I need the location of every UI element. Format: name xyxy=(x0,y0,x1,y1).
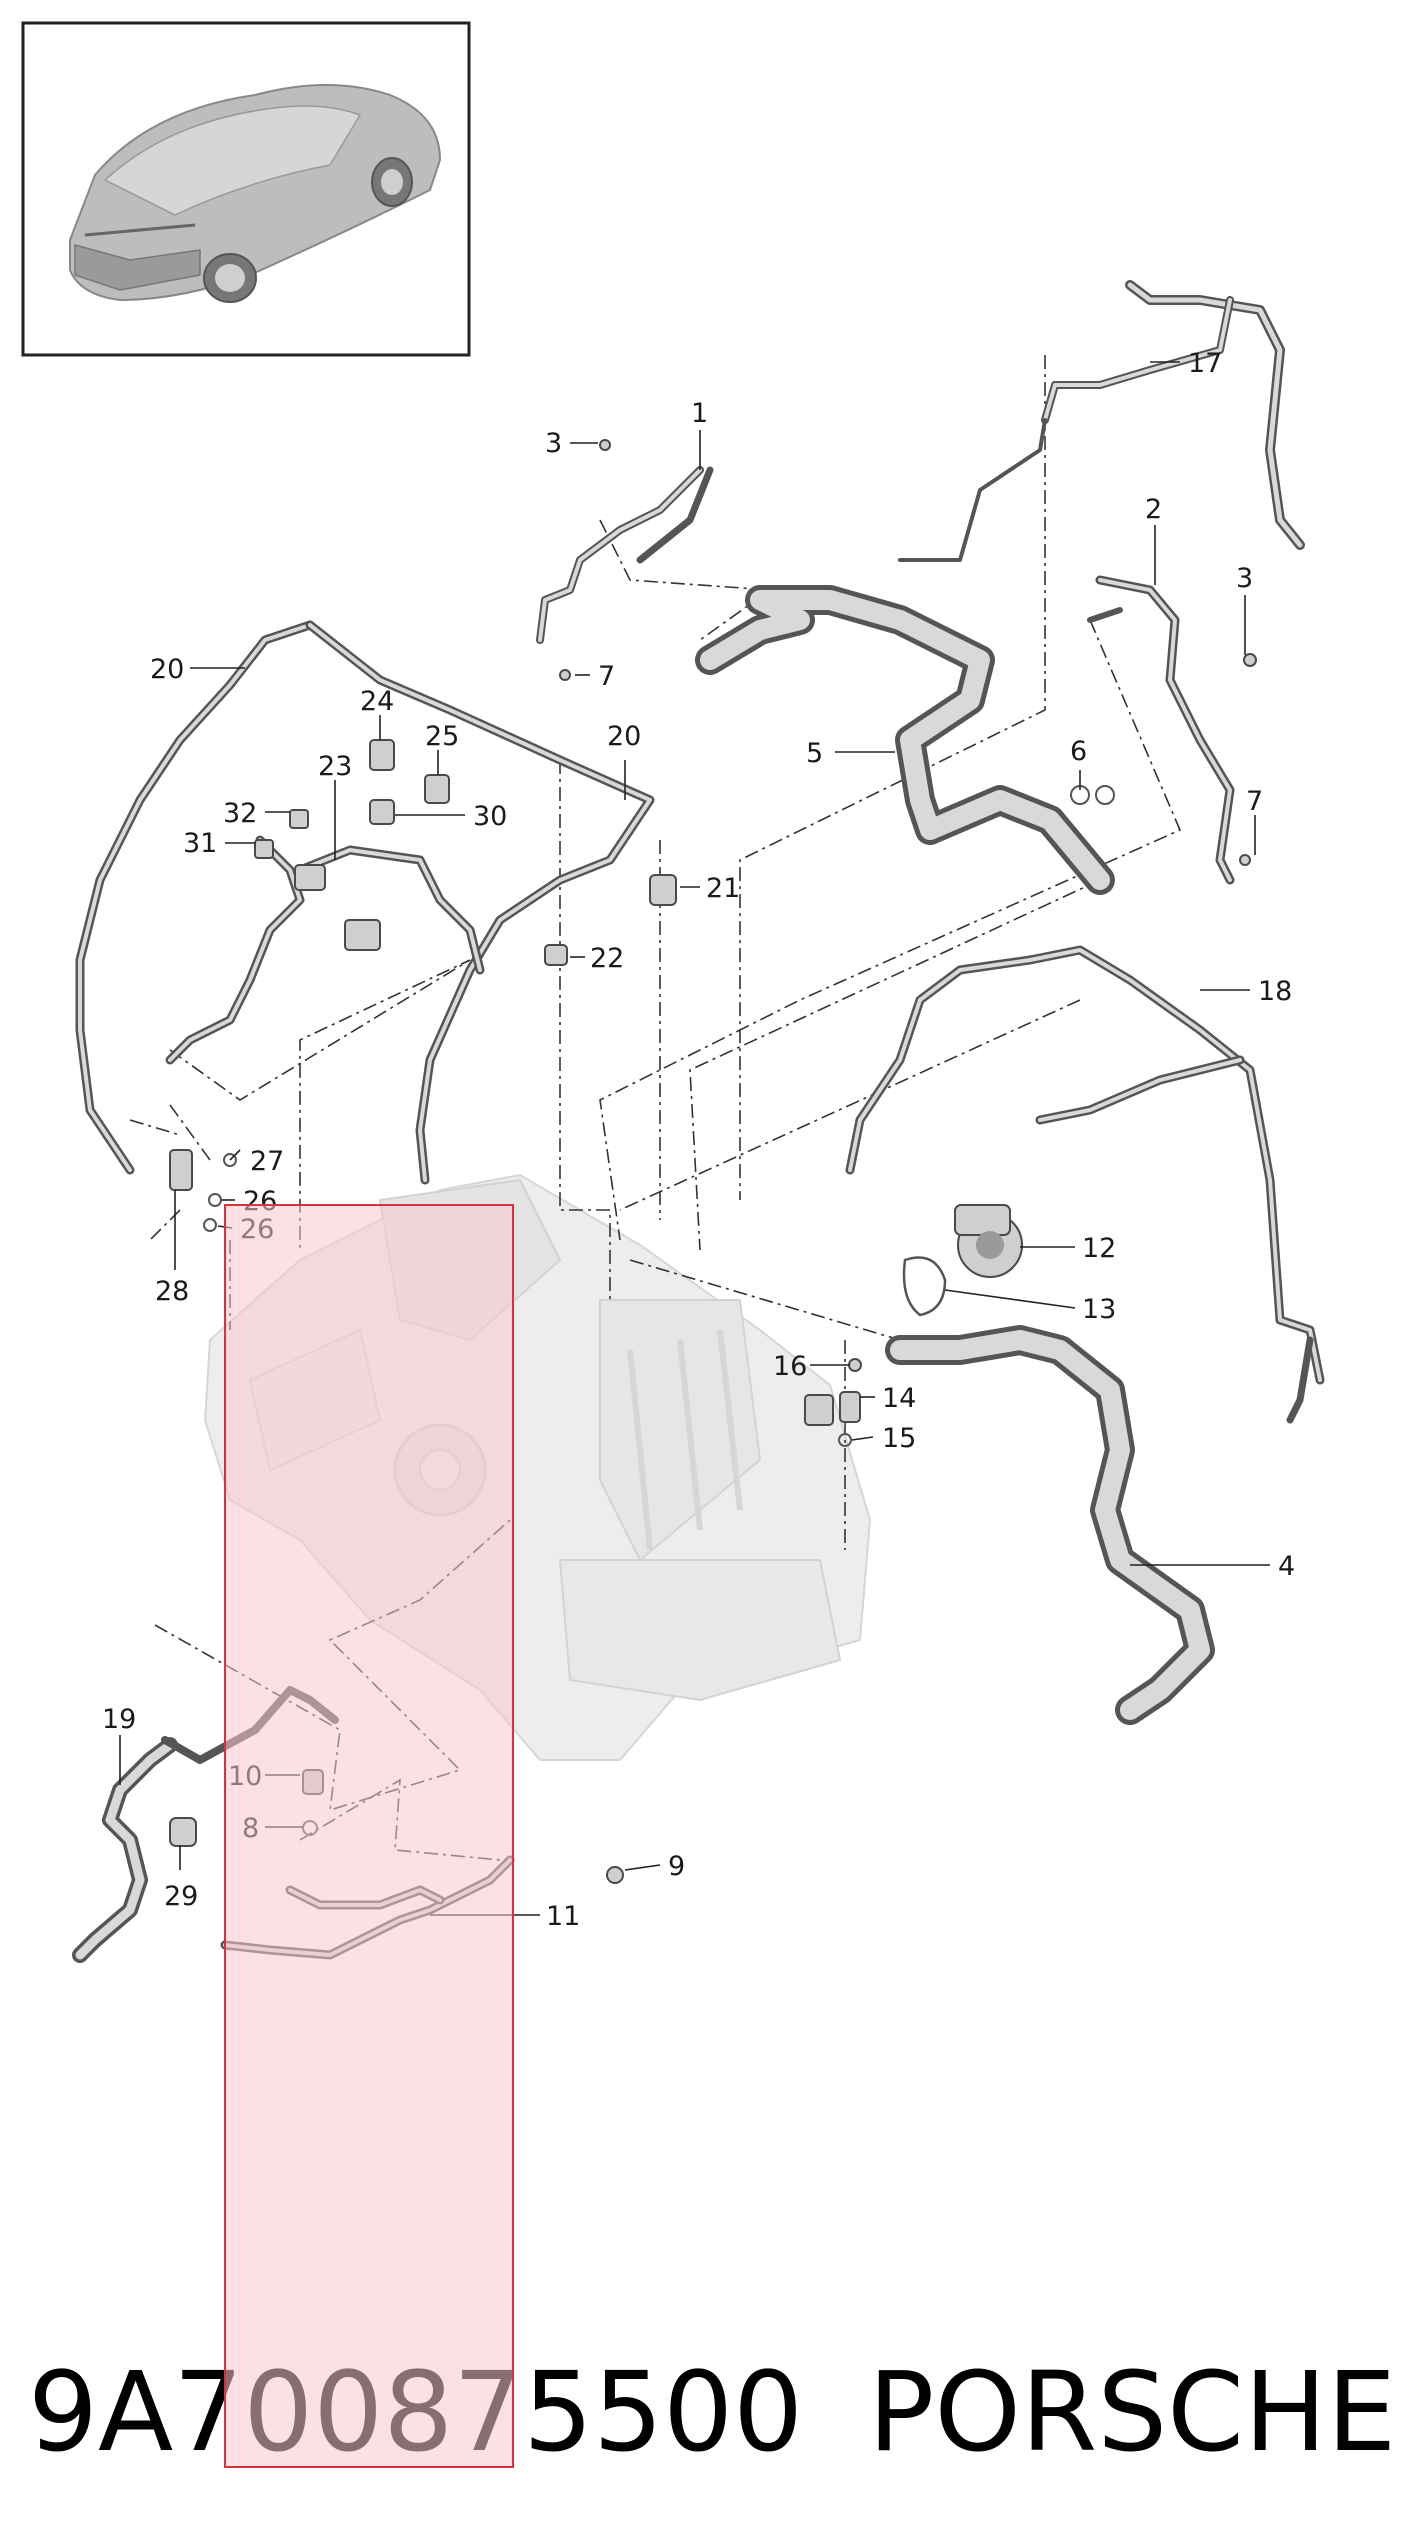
car-thumbnail-inset xyxy=(21,21,471,357)
callout-20-left: 20 xyxy=(150,654,184,685)
gasket-13 xyxy=(902,1256,947,1317)
selection-highlight-box xyxy=(224,1204,514,2468)
callout-32: 32 xyxy=(223,798,257,829)
callout-7-right: 7 xyxy=(1246,786,1263,817)
footer-brand: PORSCHE xyxy=(868,2348,1396,2476)
screw-16 xyxy=(848,1358,862,1372)
callout-11: 11 xyxy=(546,1901,580,1932)
hose-23 xyxy=(165,835,485,1065)
callout-24: 24 xyxy=(360,686,394,717)
ring-6b xyxy=(1095,785,1115,805)
bracket-28 xyxy=(169,1149,193,1191)
callout-9: 9 xyxy=(668,1851,685,1882)
callout-19: 19 xyxy=(102,1704,136,1735)
callout-2: 2 xyxy=(1145,494,1162,525)
fitting-14b xyxy=(839,1391,861,1423)
hose-20 xyxy=(75,620,655,1185)
callout-17: 17 xyxy=(1188,348,1222,379)
hose-17 xyxy=(898,280,1305,562)
oring-15 xyxy=(838,1433,852,1447)
callout-1: 1 xyxy=(691,398,708,429)
oring-26b xyxy=(203,1218,217,1232)
callout-3-right: 3 xyxy=(1236,563,1253,594)
callout-14: 14 xyxy=(882,1383,916,1414)
callout-16: 16 xyxy=(773,1351,807,1382)
hose-18 xyxy=(845,945,1325,1424)
bolt-3b xyxy=(1243,653,1257,667)
connector-31 xyxy=(254,839,274,859)
callout-3-top: 3 xyxy=(545,428,562,459)
callout-25: 25 xyxy=(425,721,459,752)
car-thumbnail-icon xyxy=(69,84,442,303)
callout-20-center: 20 xyxy=(607,721,641,752)
hose-5 xyxy=(695,585,1115,895)
callout-13: 13 xyxy=(1082,1294,1116,1325)
valve-25 xyxy=(424,774,450,804)
callout-22: 22 xyxy=(590,943,624,974)
callout-7-top: 7 xyxy=(598,661,615,692)
callout-4: 4 xyxy=(1278,1551,1295,1582)
callout-30: 30 xyxy=(473,801,507,832)
callout-28: 28 xyxy=(155,1276,189,1307)
callout-6: 6 xyxy=(1070,736,1087,767)
callout-23: 23 xyxy=(318,751,352,782)
hose-2 xyxy=(1087,575,1235,885)
callout-15: 15 xyxy=(882,1423,916,1454)
cap-29 xyxy=(169,1817,197,1847)
callout-31: 31 xyxy=(183,828,217,859)
callout-12: 12 xyxy=(1082,1233,1116,1264)
callout-18: 18 xyxy=(1258,976,1292,1007)
connector-30 xyxy=(369,799,395,825)
clip-7a xyxy=(559,669,571,681)
clamp-21 xyxy=(649,874,677,906)
clamp-22 xyxy=(544,944,568,966)
clip-7b xyxy=(1239,854,1251,866)
pump-12 xyxy=(954,1204,1023,1278)
oring-27 xyxy=(223,1153,237,1167)
callout-29: 29 xyxy=(164,1881,198,1912)
callout-27: 27 xyxy=(250,1146,284,1177)
bolt-9 xyxy=(606,1866,624,1884)
valve-24 xyxy=(369,739,395,771)
bolt-3a xyxy=(599,439,611,451)
callout-5: 5 xyxy=(806,738,823,769)
hose-1 xyxy=(536,466,714,644)
connector-32 xyxy=(289,809,309,829)
oring-26a xyxy=(208,1193,222,1207)
fitting-14 xyxy=(804,1394,834,1426)
callout-21: 21 xyxy=(706,873,740,904)
hose-4 xyxy=(885,1325,1215,1725)
